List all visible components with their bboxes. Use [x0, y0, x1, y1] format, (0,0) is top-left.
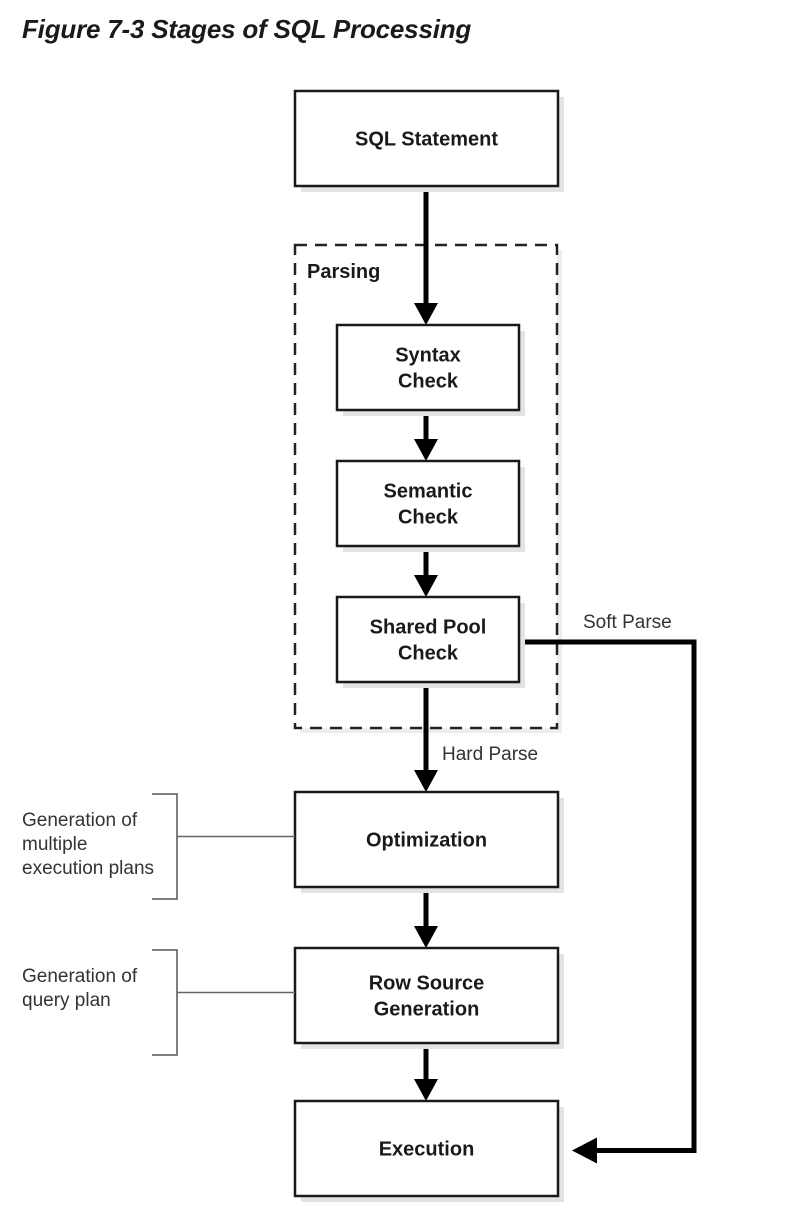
annotation-text: query plan	[22, 990, 111, 1011]
arrowhead-icon	[414, 575, 438, 597]
node-label: Execution	[379, 1139, 475, 1161]
node-box	[293, 946, 560, 1045]
node-label: Semantic	[384, 481, 473, 503]
edge-row-source-to-execution	[414, 1043, 438, 1101]
node-sql-statement: SQL Statement	[293, 89, 564, 192]
edge-optimization-to-row-source	[414, 887, 438, 948]
annotation-text: execution plans	[22, 858, 154, 879]
parsing-group-label: Parsing	[307, 261, 380, 283]
annotation-row-source-generation: Generation of query plan	[22, 949, 295, 1056]
bracket	[152, 949, 178, 1056]
arrowhead-icon	[414, 303, 438, 325]
annotation-optimization: Generation of multiple execution plans	[22, 793, 295, 900]
annotation-text: multiple	[22, 834, 87, 855]
edge-soft-parse	[519, 639, 697, 1164]
node-label: Optimization	[366, 830, 487, 852]
node-execution: Execution	[293, 1099, 564, 1202]
node-box	[335, 459, 521, 548]
node-box	[335, 595, 521, 684]
edge-label: Hard Parse	[442, 744, 538, 765]
node-label: Check	[398, 507, 459, 529]
edge-hard-parse	[414, 682, 438, 792]
node-label: Row Source	[369, 973, 485, 995]
node-box	[293, 89, 560, 188]
node-box	[293, 1099, 560, 1198]
edge-line	[519, 639, 697, 1153]
node-label: Check	[398, 371, 459, 393]
arrowhead-icon	[414, 926, 438, 948]
arrowhead-icon	[414, 439, 438, 461]
arrowhead-icon	[414, 770, 438, 792]
edge-label: Soft Parse	[583, 612, 672, 633]
edge-sql-to-syntax	[414, 186, 438, 325]
node-optimization: Optimization	[293, 790, 564, 893]
node-box	[335, 323, 521, 412]
figure-title: Figure 7-3 Stages of SQL Processing	[22, 14, 472, 44]
arrowhead-icon	[572, 1137, 597, 1164]
annotation-text: Generation of	[22, 810, 138, 831]
node-box	[293, 790, 560, 889]
annotation-text: Generation of	[22, 966, 138, 987]
node-label: Syntax	[395, 345, 461, 367]
bracket	[152, 793, 178, 900]
node-label: Check	[398, 643, 459, 665]
arrowhead-icon	[414, 1079, 438, 1101]
node-label: Shared Pool	[370, 617, 487, 639]
node-label: SQL Statement	[355, 129, 498, 151]
node-label: Generation	[374, 999, 480, 1021]
